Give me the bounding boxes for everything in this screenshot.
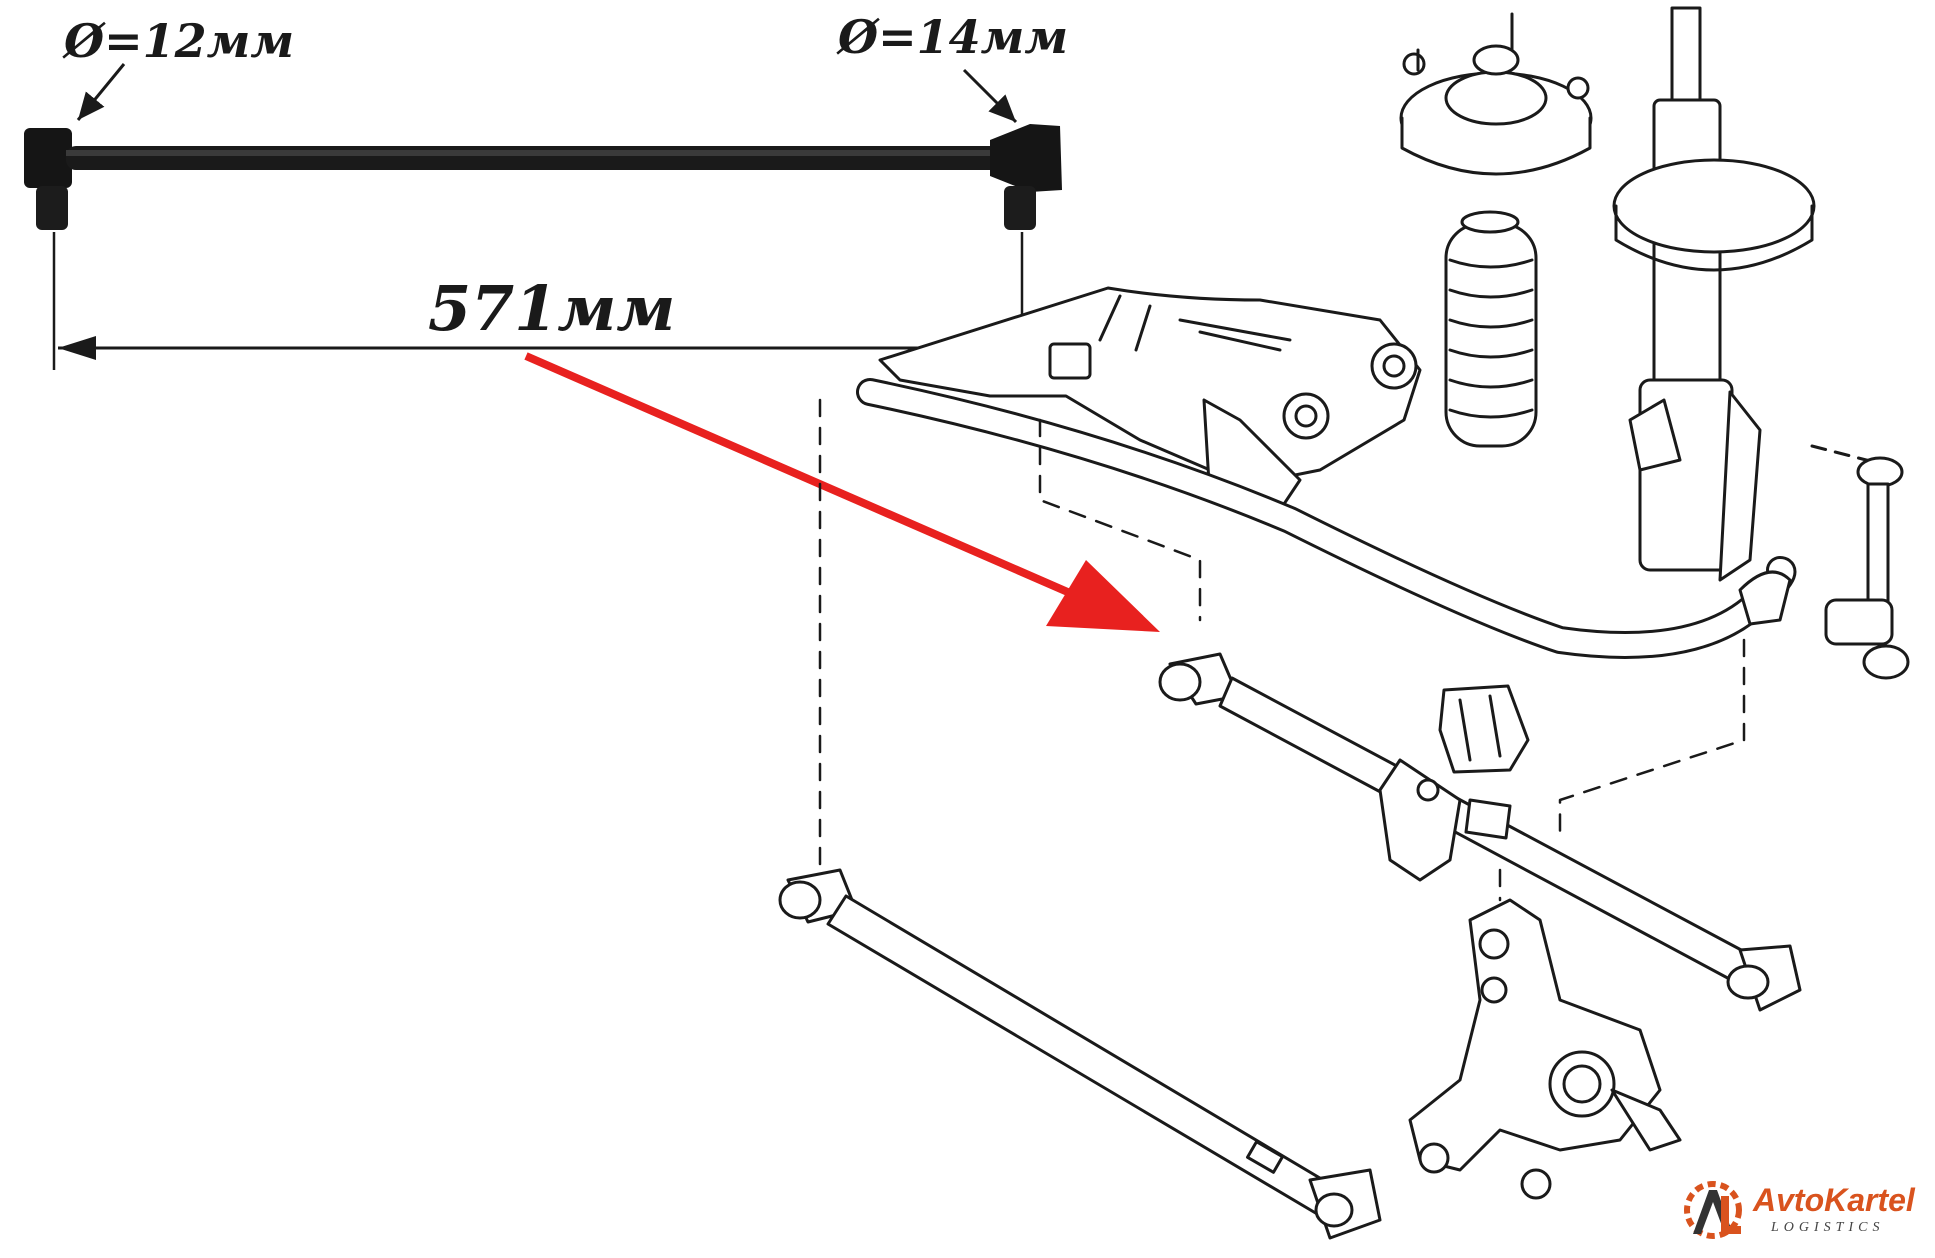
dust-boot	[1444, 210, 1538, 448]
rod-photo	[24, 124, 1062, 230]
steering-knuckle	[1408, 898, 1682, 1200]
logo-name: AvtoKartel	[1753, 1182, 1915, 1218]
right-bushing	[990, 124, 1062, 192]
leader-left	[76, 63, 126, 121]
pointer-arrow-shaft	[524, 352, 1088, 604]
stabilizer-bushing	[1438, 684, 1530, 774]
link-clamp	[1378, 758, 1512, 882]
diameter-right-label: Ø=14мм	[838, 10, 1069, 64]
pointer-arrow	[524, 352, 1160, 632]
left-bushing-stud	[36, 186, 68, 230]
lateral-link-lower	[778, 868, 1382, 1240]
rod-bar	[66, 146, 1012, 170]
right-bushing-stud	[1004, 186, 1036, 230]
diameter-left-label: Ø=12мм	[64, 14, 295, 68]
logo-subtitle: LOGISTICS	[1771, 1220, 1885, 1235]
logo-gear-icon	[1684, 1181, 1742, 1239]
length-label: 571мм	[428, 272, 676, 345]
brand-logo: AvtoKartel LOGISTICS	[1675, 1176, 1925, 1246]
strut-top-mount	[1399, 12, 1593, 176]
stabilizer-link	[1810, 444, 1910, 680]
left-bushing	[24, 128, 72, 188]
stabilizer-bar	[856, 378, 1797, 659]
pointer-arrow-head	[1046, 560, 1160, 632]
dim-arrow-left	[58, 336, 96, 360]
suspension-drawing	[778, 6, 1910, 1240]
leader-right	[962, 68, 1018, 124]
rod-highlight	[66, 150, 1012, 156]
assembly-dashes	[818, 398, 1746, 902]
strut-assembly	[1612, 6, 1816, 582]
